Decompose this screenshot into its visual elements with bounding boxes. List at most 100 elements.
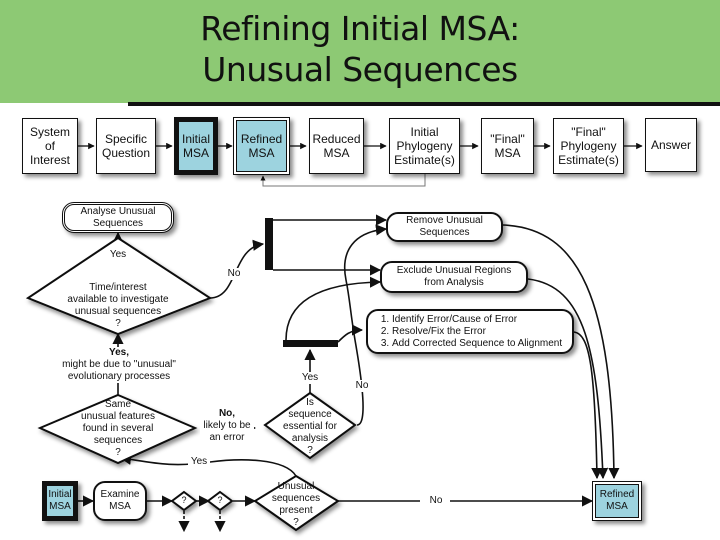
step-text: System (29, 125, 70, 139)
label-no-present: No (427, 495, 445, 507)
step-answer: Answer (645, 118, 697, 172)
step-text: Interest (29, 153, 71, 167)
label-no-line-3: an error (209, 432, 245, 443)
arrow-bar-fix (337, 324, 364, 343)
decision-line: present (279, 505, 313, 516)
decision-same-diamond (37, 393, 198, 465)
step-text: "Final" (571, 125, 606, 139)
step-text: Initial (410, 125, 439, 139)
decision-line: ? (115, 318, 121, 329)
examine-line-1: Examine (100, 489, 140, 500)
step-text: Reduced (312, 132, 361, 146)
decision-same-text: Same unusual features found in several s… (68, 399, 168, 459)
slide-title: Refining Initial MSA: Unusual Sequences (0, 8, 720, 90)
decision-essential-diamond (263, 391, 357, 460)
decision-line: ? (293, 517, 299, 528)
decision-line: ? (115, 447, 121, 458)
arrow-remove-refined (502, 224, 620, 480)
label-yes-analyse: Yes (106, 249, 130, 261)
remove-line-2: Sequences (419, 227, 470, 238)
refined-line-2: MSA (606, 501, 628, 512)
fix-step: Add Corrected Sequence to Alignment (392, 338, 562, 350)
step-text: "Final" (490, 132, 525, 146)
decision-line: Same (104, 399, 132, 410)
label-no-bold: No, (218, 408, 236, 419)
step-text: MSA (182, 146, 209, 160)
title-line-2: Unusual Sequences (202, 50, 518, 89)
remove-line-1: Remove Unusual (406, 215, 483, 226)
step-text: Initial (181, 132, 210, 146)
step-text: MSA (494, 146, 521, 160)
step-text: Phylogeny (396, 139, 453, 153)
label-no-line-2: likely to be (203, 420, 251, 431)
label-yes-present: Yes (188, 456, 210, 468)
initial-msa-line-2: MSA (49, 501, 71, 512)
arrow-essential-no (344, 224, 388, 426)
decision-line: sequences (93, 435, 143, 446)
decision-line: unusual sequences (74, 306, 162, 317)
decision-present-diamond (253, 474, 340, 532)
label-yes-evolution: Yes, might be due to "unusual" evolution… (55, 347, 183, 383)
exclude-line-2: from Analysis (424, 277, 484, 288)
step-text: Question (101, 146, 151, 160)
fix-steps-list: Identify Error/Cause of Error Resolve/Fi… (376, 314, 562, 350)
title-rule (128, 102, 720, 106)
step-final-msa: "Final"MSA (481, 118, 534, 174)
decision-time-text: Time/interest available to investigate u… (58, 282, 178, 330)
decision-small-1 (170, 490, 198, 512)
step-text: Estimate(s) (558, 153, 619, 167)
title-banner (0, 0, 720, 103)
step-text: MSA (248, 146, 275, 160)
step-text: of (44, 139, 55, 153)
analyse-line-1: Analyse Unusual (80, 205, 156, 217)
fix-step: Resolve/Fix the Error (392, 326, 562, 338)
step-text: Specific (104, 132, 148, 146)
decision-line: found in several (82, 423, 154, 434)
decision-small-2 (206, 490, 234, 512)
label-no-essential: No (354, 380, 370, 392)
label-no-error: No, likely to be an error (200, 408, 254, 444)
step-text: Answer (650, 138, 691, 152)
small-decision-1-text: ? (181, 495, 187, 505)
step-text: MSA (323, 146, 350, 160)
label-no-time: No (226, 268, 242, 280)
examine-line-2: MSA (109, 501, 131, 512)
step-text: Phylogeny (560, 139, 617, 153)
decision-present-text: Unusual sequences present ? (261, 481, 331, 529)
label-yes-essential: Yes (298, 372, 322, 384)
decision-line: available to investigate (67, 294, 169, 305)
arrow-exclude-refined (527, 278, 609, 480)
decision-line: sequence (288, 409, 332, 420)
arrow-present-yes (119, 453, 297, 477)
decision-line: sequences (271, 493, 321, 504)
label-yes-line-2: might be due to "unusual" (62, 359, 176, 370)
small-decision-2-text: ? (217, 495, 223, 505)
analyse-line-2: Sequences (92, 217, 144, 229)
decision-line: ? (307, 445, 313, 456)
decision-line: analysis (291, 433, 329, 444)
decision-line: Is (306, 397, 314, 408)
decision-time-diamond (25, 236, 213, 336)
arrow-bar-exclude (285, 276, 382, 341)
fix-error-steps-box: Identify Error/Cause of Error Resolve/Fi… (366, 309, 574, 354)
decision-essential-text: Is sequence essential for analysis ? (275, 397, 345, 457)
title-line-1: Refining Initial MSA: (200, 9, 520, 48)
step-text: Refined (240, 132, 283, 146)
decision-line: unusual features (81, 411, 155, 422)
fork-bar-vertical (265, 218, 273, 270)
refined-line-1: Refined (599, 489, 635, 500)
fix-step: Identify Error/Cause of Error (392, 314, 562, 326)
fork-bar-horizontal (283, 340, 338, 347)
step-text: Estimate(s) (394, 153, 455, 167)
